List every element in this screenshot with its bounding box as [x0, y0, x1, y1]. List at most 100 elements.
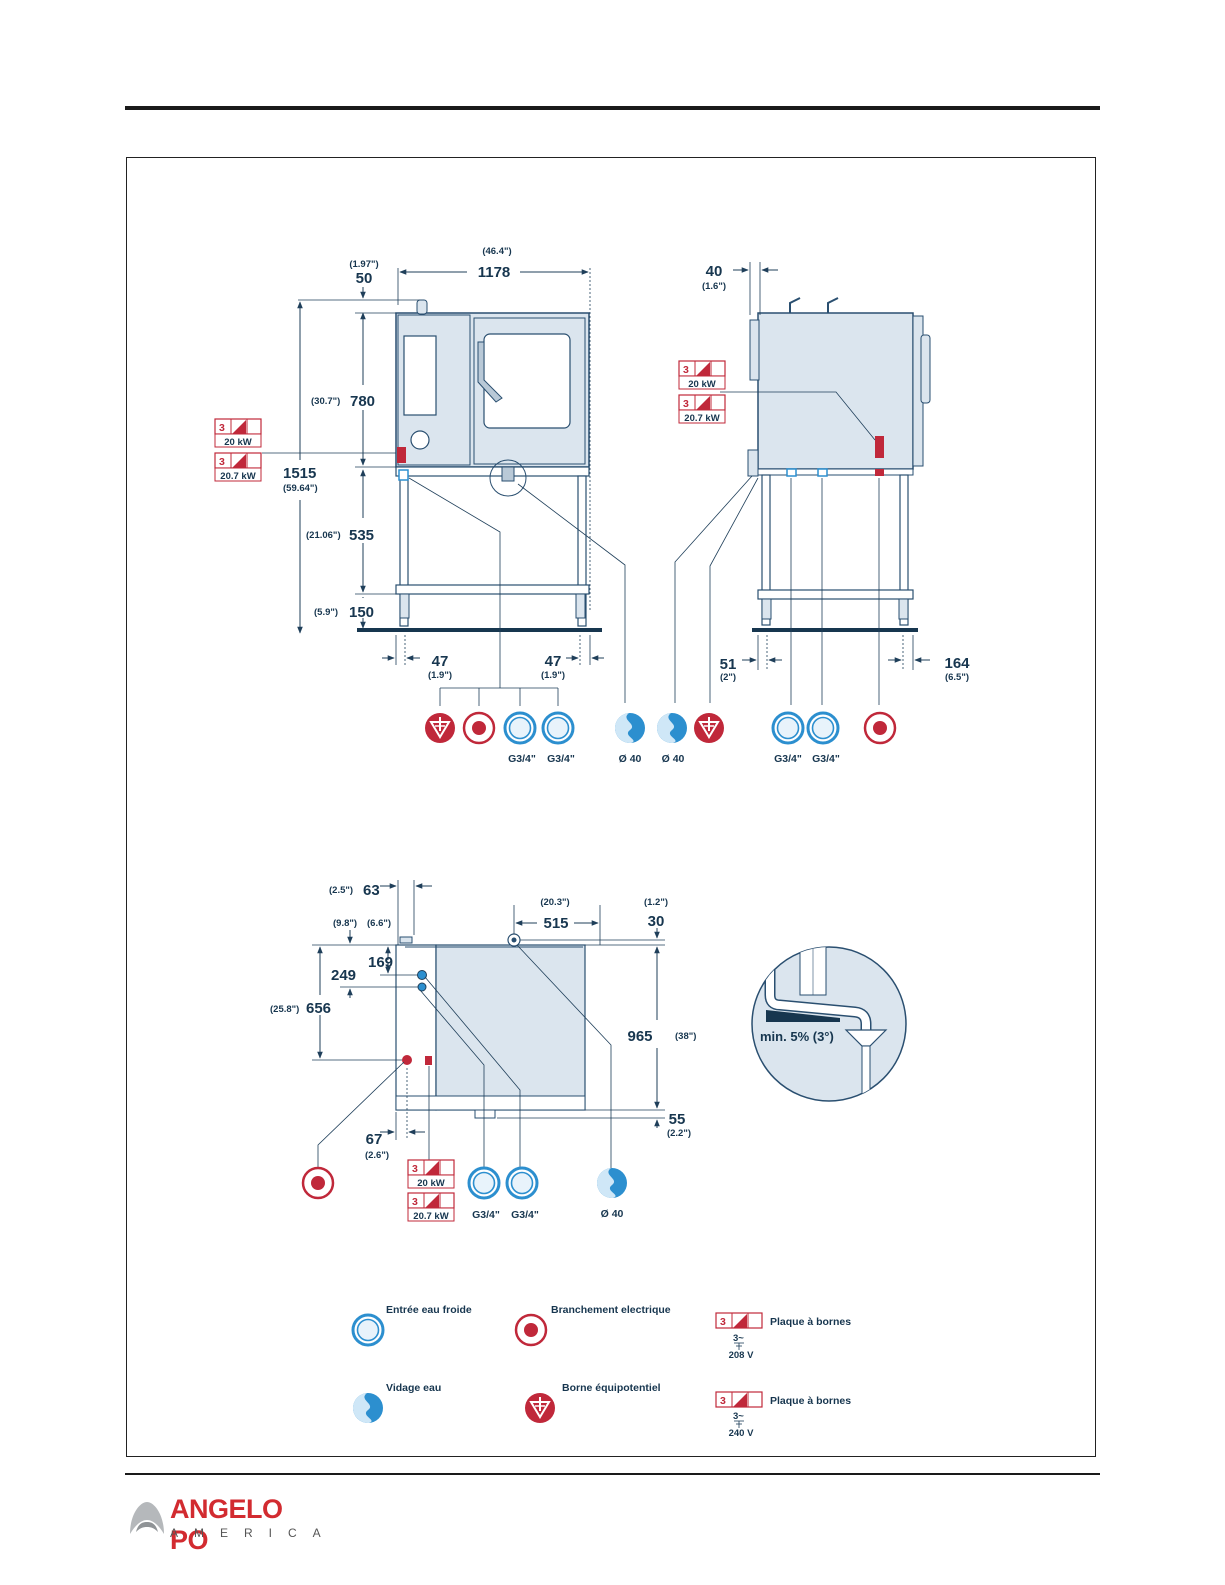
- dim-169: 169: [368, 954, 393, 971]
- front-terminal-plate-1: 3 20 kW: [214, 418, 262, 448]
- dim-50-in: (1.97"): [349, 259, 378, 270]
- equipotential-icon: [424, 712, 456, 744]
- dim-1178-in: (46.4"): [482, 246, 511, 257]
- side-terminal-plate-2: 3 20.7 kW: [678, 394, 726, 424]
- electrical-connection-icon: [301, 1166, 335, 1200]
- dim-515-in: (20.3"): [540, 897, 569, 908]
- legend-terminal-2-phase: 3~: [733, 1411, 744, 1422]
- dim-67: 67: [366, 1131, 383, 1148]
- svg-text:20 kW: 20 kW: [224, 437, 251, 448]
- svg-text:3: 3: [683, 398, 689, 410]
- dim-164-in: (6.5"): [945, 672, 969, 683]
- footer-rule: [125, 1473, 1100, 1475]
- dim-150-in: (5.9"): [314, 607, 338, 618]
- header-rule: [125, 106, 1100, 110]
- electrical-connection-icon: [863, 711, 897, 745]
- label-g34: G3/4": [508, 753, 536, 765]
- dim-47-left-in: (1.9"): [428, 670, 452, 681]
- dim-965: 965: [627, 1028, 652, 1045]
- front-terminal-plate-2: 3 20.7 kW: [214, 452, 262, 482]
- legend: [351, 1312, 763, 1428]
- dim-47-right: 47: [545, 653, 562, 670]
- dim-150: 150: [349, 604, 374, 621]
- legend-terminal-1: Plaque à bornes: [770, 1316, 851, 1328]
- dim-1515-in: (59.64"): [283, 483, 318, 494]
- cold-water-icon: [467, 1166, 501, 1200]
- cold-water-icon: [771, 711, 805, 745]
- label-diameter-40: Ø 40: [601, 1208, 624, 1220]
- dim-780-in: (30.7"): [311, 396, 340, 407]
- dim-780: 780: [350, 393, 375, 410]
- dim-249-in: (9.8"): [333, 918, 357, 929]
- label-diameter-40: Ø 40: [662, 753, 685, 765]
- dim-30: 30: [648, 913, 665, 930]
- angelo-po-logo: ANGELO PO AMERICA: [126, 1494, 326, 1555]
- dim-63-in: (2.5"): [329, 885, 353, 896]
- svg-text:3: 3: [219, 422, 225, 434]
- legend-terminal-1-voltage: 208 V: [729, 1350, 754, 1361]
- svg-text:3: 3: [219, 456, 225, 468]
- dim-55: 55: [669, 1111, 686, 1128]
- legend-electrical: Branchement electrique: [551, 1304, 671, 1316]
- dim-1515: 1515: [283, 465, 316, 482]
- dim-63: 63: [363, 882, 380, 899]
- logo-name: ANGELO PO: [170, 1494, 283, 1555]
- top-terminal-plate-1: 3 20 kW: [407, 1159, 455, 1189]
- label-g34: G3/4": [547, 753, 575, 765]
- svg-text:3: 3: [412, 1196, 418, 1208]
- dim-249: 249: [331, 967, 356, 984]
- legend-terminal-2: Plaque à bornes: [770, 1395, 851, 1407]
- legend-terminal-1-phase: 3~: [733, 1333, 744, 1344]
- dim-55-in: (2.2"): [667, 1128, 691, 1139]
- drain-slope-detail: [751, 946, 907, 1102]
- side-view: [674, 262, 931, 705]
- water-drain-icon: [656, 713, 687, 744]
- legend-phase-2: 3: [720, 1395, 726, 1407]
- dim-656-in: (25.8"): [270, 1004, 299, 1015]
- dim-51: 51: [720, 656, 737, 673]
- water-drain-icon: [596, 1168, 627, 1199]
- dim-47-left: 47: [432, 653, 449, 670]
- electrical-connection-icon: [462, 711, 496, 745]
- dim-50: 50: [356, 270, 373, 287]
- legend-phase-1: 3: [720, 1316, 726, 1328]
- svg-text:20.7 kW: 20.7 kW: [413, 1211, 448, 1222]
- drain-slope-label: min. 5% (3°): [760, 1029, 834, 1044]
- svg-text:20.7 kW: 20.7 kW: [220, 471, 255, 482]
- dim-515: 515: [543, 915, 568, 932]
- logo-subtitle: AMERICA: [170, 1526, 337, 1540]
- legend-terminal-2-voltage: 240 V: [729, 1428, 754, 1439]
- dim-1178: 1178: [478, 264, 511, 281]
- svg-text:20 kW: 20 kW: [417, 1178, 444, 1189]
- side-terminal-plate-1: 3 20 kW: [678, 360, 726, 390]
- svg-text:3: 3: [412, 1163, 418, 1175]
- dim-47-right-in: (1.9"): [541, 670, 565, 681]
- label-g34: G3/4": [472, 1209, 500, 1221]
- label-g34: G3/4": [812, 753, 840, 765]
- equipotential-icon: [693, 712, 725, 744]
- equipotential-icon: [524, 1392, 556, 1424]
- dim-67-in: (2.6"): [365, 1150, 389, 1161]
- cold-water-icon: [503, 711, 537, 745]
- front-view: [262, 268, 626, 706]
- dim-164: 164: [944, 655, 970, 672]
- dim-535: 535: [349, 527, 374, 544]
- svg-text:20 kW: 20 kW: [688, 379, 715, 390]
- legend-water-drain: Vidage eau: [386, 1382, 441, 1394]
- cold-water-icon: [505, 1166, 539, 1200]
- label-diameter-40: Ø 40: [619, 753, 642, 765]
- logo-mark-icon: [130, 1502, 164, 1534]
- label-g34: G3/4": [511, 1209, 539, 1221]
- label-g34: G3/4": [774, 753, 802, 765]
- cold-water-icon: [351, 1313, 385, 1347]
- water-drain-icon: [352, 1393, 383, 1424]
- dim-40: 40: [706, 263, 723, 280]
- top-view: [312, 880, 665, 1168]
- dim-30-in: (1.2"): [644, 897, 668, 908]
- drawing-frame: [126, 157, 1096, 1457]
- dim-535-in: (21.06"): [306, 530, 341, 541]
- svg-text:20.7 kW: 20.7 kW: [684, 413, 719, 424]
- top-terminal-plate-2: 3 20.7 kW: [407, 1192, 455, 1222]
- cold-water-icon: [541, 711, 575, 745]
